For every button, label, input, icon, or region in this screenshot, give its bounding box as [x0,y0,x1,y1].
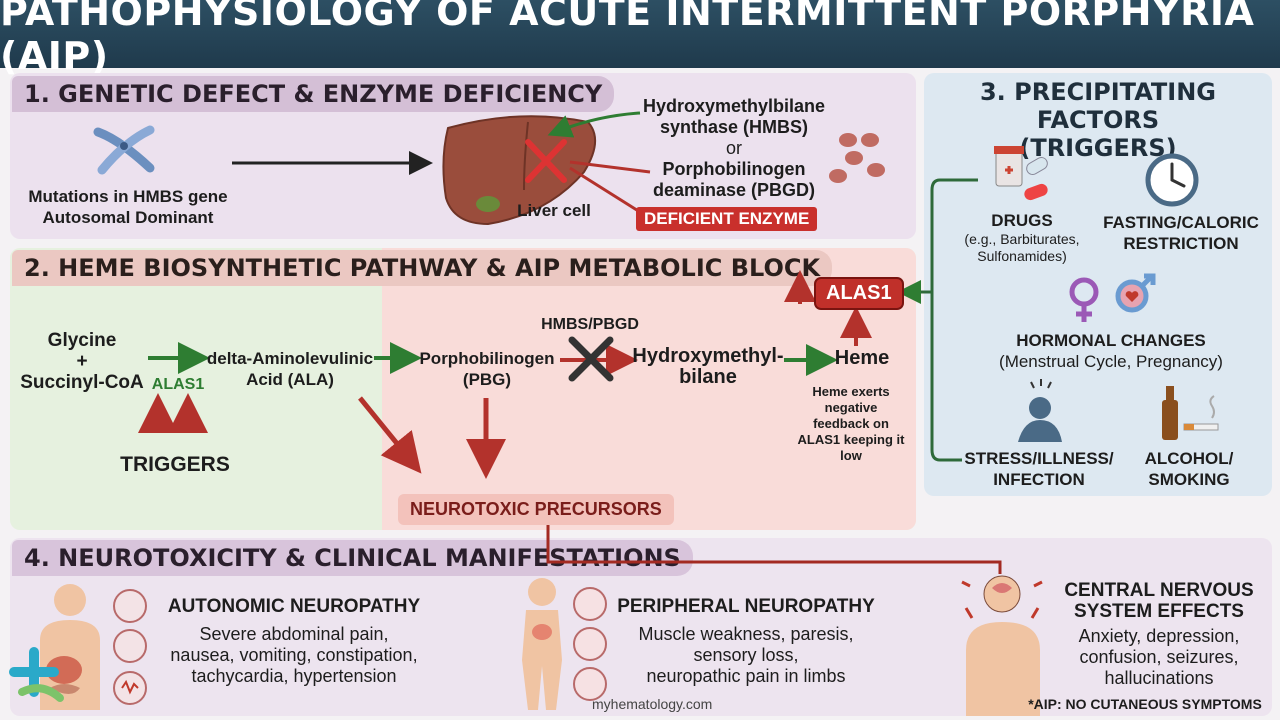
alcohol-label: ALCOHOL/ SMOKING [1144,449,1234,489]
drugs-label: DRUGS (e.g., Barbiturates, Sulfonamides) [964,211,1080,264]
autonomic-neuropathy-text: Severe abdominal pain, nausea, vomiting,… [170,624,418,686]
connector-neurotoxic-to-cns [546,525,1002,574]
feedback-note: Heme exerts negative feedback on ALAS1 k… [797,384,905,463]
section2-heading: 2. HEME BIOSYNTHETIC PATHWAY & AIP METAB… [12,250,833,286]
alas1-enzyme-label: ALAS1 [151,376,205,393]
glycine-succinyl-label: Glycine + Succinyl-CoA [20,330,144,393]
logo-mark-icon [9,647,64,702]
autonomic-neuropathy-title: AUTONOMIC NEUROPATHY [167,596,421,617]
mutation-label: Mutations in HMBS gene Autosomal Dominan… [28,187,228,227]
section4-heading: 4. NEUROTOXICITY & CLINICAL MANIFESTATIO… [12,540,693,576]
metabolic-block-icon [568,336,614,382]
triggers-label: TRIGGERS [120,453,230,476]
enzyme-names: Hydroxymethylbilane synthase (HMBS) or P… [642,96,826,200]
block-x-icon [525,139,567,183]
body-figure-icon [522,578,607,710]
neurotoxic-precursors-badge: NEUROTOXIC PRECURSORS [398,494,674,525]
triggers-bracket [930,178,978,462]
clock-icon [1145,153,1199,207]
drugs-icon [994,146,1048,201]
footnote-no-cutaneous: *AIP: NO CUTANEOUS SYMPTOMS [1028,696,1262,712]
liver-icon [442,115,596,226]
organ-circle-icons [113,589,147,705]
deficient-enzyme-badge: DEFICIENT ENZYME [636,207,818,231]
section1-heading: 1. GENETIC DEFECT & ENZYME DEFICIENCY [12,76,615,112]
chromosome-icon [93,125,155,175]
arrow-ala-to-neurotoxic [358,396,422,474]
peripheral-neuropathy-title: PERIPHERAL NEUROPATHY [617,596,875,617]
stressed-person-icon [1018,379,1062,442]
watermark: myhematology.com [592,696,713,712]
line-deficient-to-liver [569,166,641,214]
cns-effects-title: CENTRAL NERVOUS SYSTEM EFFECTS [1064,580,1254,622]
page-title: PATHOPHYSIOLOGY OF ACUTE INTERMITTENT PO… [0,0,1255,78]
hormonal-label: HORMONAL CHANGES (Menstrual Cycle, Pregn… [999,331,1223,371]
head-pain-person-icon [961,575,1043,716]
liver-cell-label: Liver cell [517,201,591,220]
red-blood-cells-icon [829,133,885,183]
arrow-hmbs-to-liver [547,111,641,138]
alcohol-cigarette-icon [1162,386,1219,440]
gender-symbols-icon [1069,273,1156,322]
fasting-label: FASTING/CALORIC RESTRICTION [1103,213,1259,253]
alas1-box: ALAS1 [814,277,904,310]
hydroxymethylbilane-label: Hydroxymethyl- bilane [632,345,784,388]
stress-label: STRESS/ILLNESS/ INFECTION [964,449,1114,489]
line-pbgd-to-liver [569,160,651,174]
section3-heading: 3. PRECIPITATING FACTORS (TRIGGERS) [979,78,1216,162]
title-bar: PATHOPHYSIOLOGY OF ACUTE INTERMITTENT PO… [0,0,1280,78]
peripheral-neuropathy-text: Muscle weakness, paresis, sensory loss, … [638,624,854,686]
section-heme-pathway-panel [10,248,916,530]
pbg-label: Porphobilinogen (PBG) [419,349,555,389]
torso-organs-icon [40,584,100,710]
heme-label: Heme [834,347,890,369]
block-enzyme-label: HMBS/PBGD [541,316,639,333]
ala-label: delta-Aminolevulinic Acid (ALA) [206,349,374,389]
cns-effects-text: Anxiety, depression, confusion, seizures… [1078,626,1240,688]
